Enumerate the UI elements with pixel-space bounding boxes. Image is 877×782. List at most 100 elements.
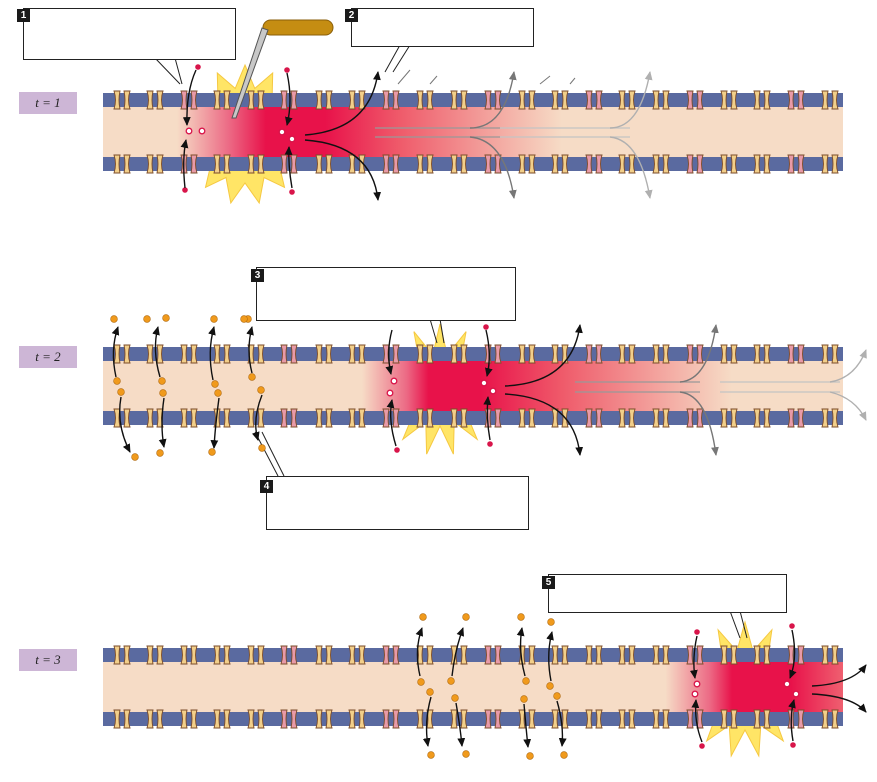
k-channel-2-top — [518, 344, 536, 364]
k-channel-2-top — [416, 344, 434, 364]
k-channel-1-top — [821, 90, 839, 110]
k-channel-3-bottom — [821, 709, 839, 729]
k-channel-2-bottom — [450, 408, 468, 428]
k-channel-1-top — [518, 90, 536, 110]
k-channel-3-bottom — [450, 709, 468, 729]
k-ion — [522, 677, 530, 685]
k-channel-1-top — [450, 90, 468, 110]
axoplasm-2 — [103, 355, 843, 417]
k-ion — [546, 682, 554, 690]
k-channel-2-bottom — [113, 408, 131, 428]
k-ion — [131, 453, 139, 461]
na-influx-arrow — [789, 629, 797, 679]
na-channel-2-bottom — [382, 408, 400, 428]
k-channel-2-top — [618, 344, 636, 364]
k-efflux-arrow — [422, 696, 432, 747]
na-ion — [182, 187, 188, 193]
na-channel-2-bottom — [686, 408, 704, 428]
na-ion — [790, 742, 796, 748]
k-efflux-arrow — [546, 631, 554, 682]
k-channel-3-top — [180, 645, 198, 665]
k-channel-3-top — [416, 645, 434, 665]
na-channel-1-bottom — [686, 154, 704, 174]
k-channel-3-bottom — [618, 709, 636, 729]
k-ion — [520, 695, 528, 703]
k-channel-3-bottom — [113, 709, 131, 729]
k-ion — [162, 314, 170, 322]
k-ion — [248, 373, 256, 381]
k-channel-2-bottom — [315, 408, 333, 428]
k-channel-2-bottom — [247, 408, 265, 428]
na-ion — [699, 743, 705, 749]
na-influx-arrow — [689, 635, 698, 679]
k-efflux-arrow — [152, 326, 161, 378]
k-efflux-arrow — [415, 627, 424, 677]
na-ion — [789, 623, 795, 629]
k-channel-1-top — [753, 90, 771, 110]
k-channel-1-bottom — [213, 154, 231, 174]
local-current-arrow — [609, 136, 653, 199]
k-ion — [210, 315, 218, 323]
na-ion — [783, 680, 791, 688]
na-channel-1-bottom — [787, 154, 805, 174]
na-influx-arrow — [691, 699, 703, 743]
na-channel-3-bottom — [787, 709, 805, 729]
k-channel-1-bottom — [146, 154, 164, 174]
k-channel-1-bottom — [652, 154, 670, 174]
na-channel-3-bottom — [280, 709, 298, 729]
na-channel-1-bottom — [280, 154, 298, 174]
k-ion — [240, 315, 248, 323]
k-efflux-arrow — [210, 397, 220, 449]
callout-tick — [397, 69, 576, 85]
na-ion — [386, 389, 394, 397]
k-channel-3-top — [146, 645, 164, 665]
na-channel-1-top — [280, 90, 298, 110]
k-channel-1-top — [551, 90, 569, 110]
k-channel-2-bottom — [618, 408, 636, 428]
k-channel-2-bottom — [652, 408, 670, 428]
callout-box-5 — [548, 574, 787, 613]
axoplasm-3 — [103, 656, 843, 718]
k-channel-1-top — [720, 90, 738, 110]
na-influx-arrow — [385, 329, 394, 375]
na-channel-1-top — [787, 90, 805, 110]
na-channel-3-top — [787, 645, 805, 665]
k-channel-1-bottom — [450, 154, 468, 174]
na-channel-1-top — [585, 90, 603, 110]
local-current-arrow — [504, 393, 584, 456]
na-ion — [691, 690, 699, 698]
k-channel-3-bottom — [348, 709, 366, 729]
k-efflux-arrow — [158, 397, 167, 448]
k-channel-2-bottom — [753, 408, 771, 428]
na-channel-2-bottom — [484, 408, 502, 428]
na-channel-2-top — [787, 344, 805, 364]
na-channel-1-top — [382, 90, 400, 110]
local-current-line — [375, 127, 500, 138]
local-current-line — [720, 381, 840, 393]
k-channel-3-top — [247, 645, 265, 665]
na-channel-2-top — [280, 344, 298, 364]
k-channel-1-bottom — [821, 154, 839, 174]
k-channel-1-top — [618, 90, 636, 110]
na-channel-3-top — [686, 645, 704, 665]
k-channel-3-bottom — [753, 709, 771, 729]
na-influx-arrow — [284, 146, 293, 189]
k-channel-2-top — [753, 344, 771, 364]
callout-leader-1 — [154, 57, 183, 85]
k-ion — [462, 750, 470, 758]
na-channel-2-bottom — [280, 408, 298, 428]
k-channel-1-top — [652, 90, 670, 110]
k-efflux-arrow — [118, 396, 131, 453]
k-channel-3-bottom — [247, 709, 265, 729]
callout-box-3 — [256, 267, 516, 321]
k-channel-1-bottom — [720, 154, 738, 174]
k-channel-2-bottom — [180, 408, 198, 428]
callout-box-4 — [266, 476, 529, 530]
k-ion — [211, 380, 219, 388]
na-influx-arrow — [182, 69, 197, 126]
na-ion — [288, 135, 296, 143]
k-efflux-arrow — [516, 627, 526, 677]
k-channel-2-bottom — [720, 408, 738, 428]
k-ion — [526, 752, 534, 760]
